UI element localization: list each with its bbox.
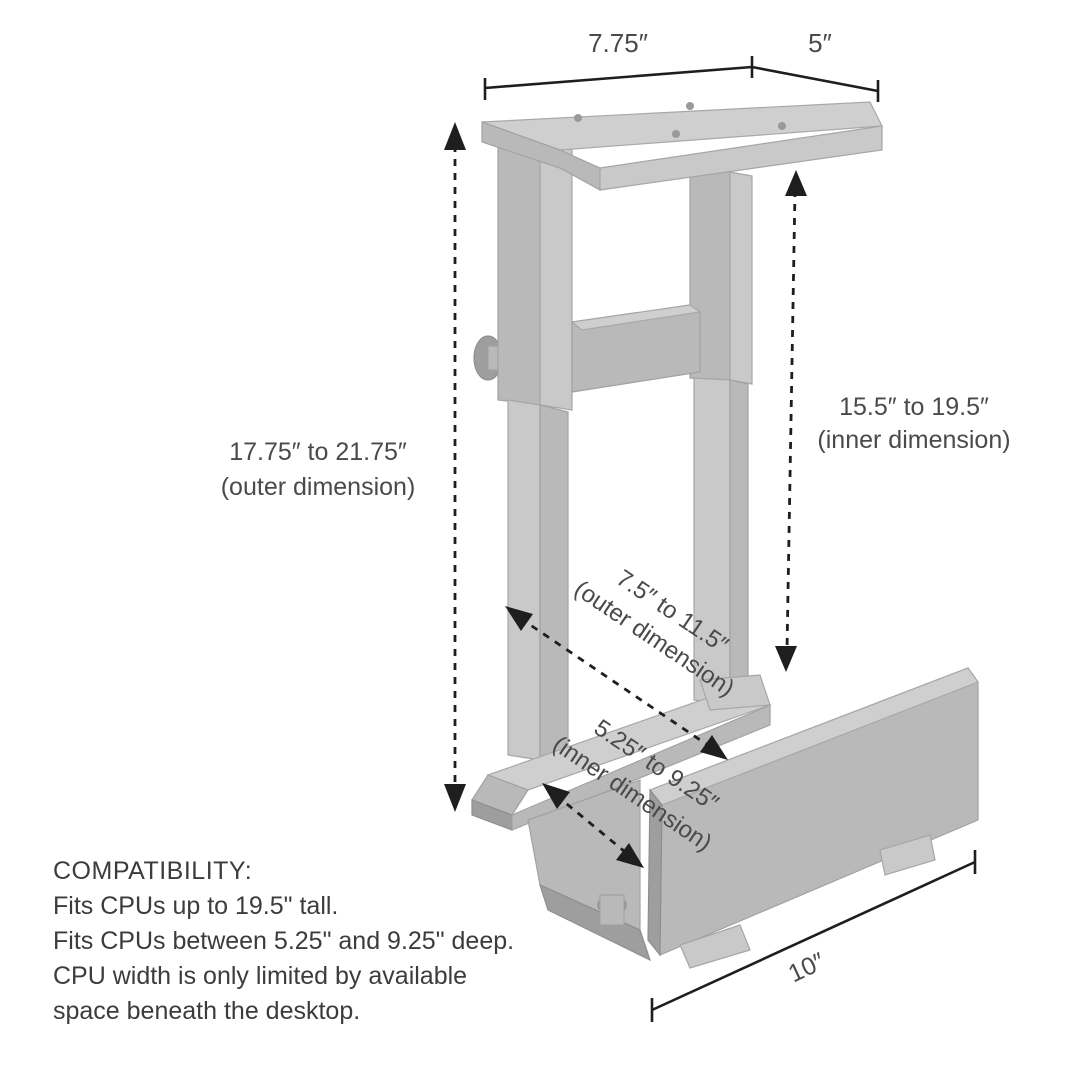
inner-height-value: 15.5″ to 19.5″ (839, 393, 989, 421)
cross-brace (570, 304, 702, 393)
compatibility-line-height: Fits CPUs up to 19.5" tall. (53, 892, 339, 920)
base-length-dimension-line (650, 850, 977, 1022)
outer-depth-dimension-line (505, 606, 728, 760)
compatibility-line-depth: Fits CPUs between 5.25" and 9.25" deep. (53, 927, 515, 955)
top-width-label: 7.75″ (588, 28, 648, 58)
cpu-holder-illustration (471, 101, 979, 969)
base-length-label: 10″ (784, 947, 829, 988)
outer-height-note: (outer dimension) (221, 473, 416, 501)
inner-depth-dimension-line (542, 783, 644, 868)
outer-height-value: 17.75″ to 21.75″ (229, 438, 407, 466)
front-clamp-plate (647, 667, 979, 969)
top-depth-dimension-line (751, 65, 880, 102)
top-depth-label: 5″ (808, 28, 832, 58)
compatibility-line-width: CPU width is only limited by available (53, 962, 468, 990)
outer-height-dimension-line (444, 122, 466, 812)
top-mounting-plate (481, 101, 883, 192)
rear-left-post (497, 134, 573, 766)
inner-height-note: (inner dimension) (817, 426, 1010, 454)
top-width-dimension-line (483, 56, 754, 100)
inner-height-dimension-line (775, 170, 807, 672)
bottom-tray (471, 674, 772, 962)
front-right-post (689, 169, 753, 709)
compatibility-notes: COMPATIBILITY: Fits CPUs up to 19.5" tal… (53, 854, 613, 1029)
compatibility-line-width-cont: space beneath the desktop. (53, 997, 361, 1025)
compatibility-heading: COMPATIBILITY: (53, 857, 253, 885)
